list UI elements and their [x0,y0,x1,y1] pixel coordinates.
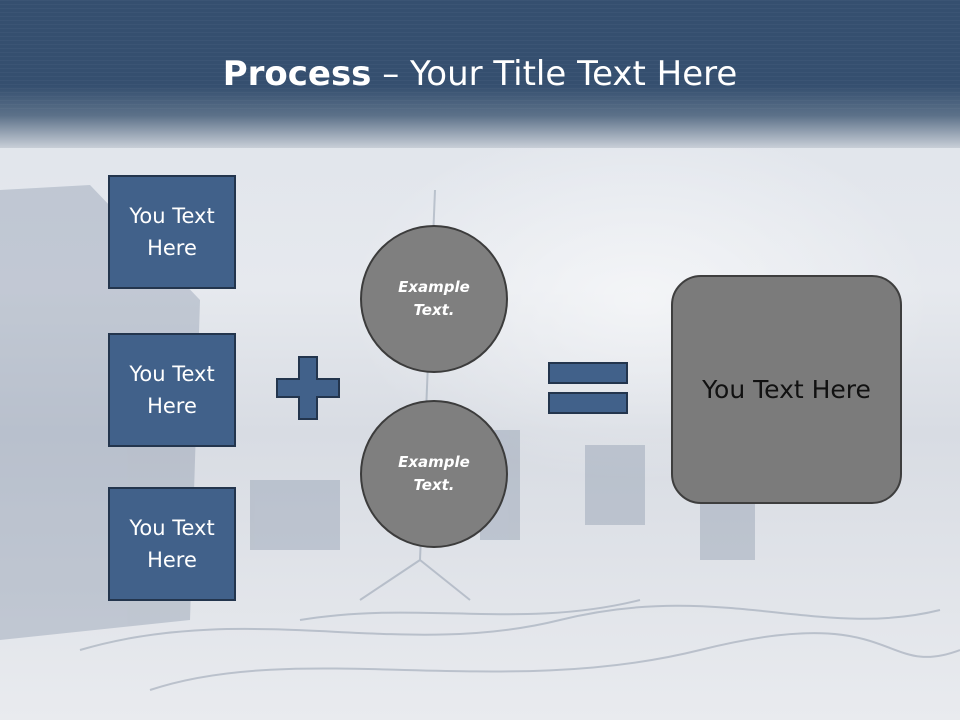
text-box-2[interactable]: You Text Here [108,333,236,447]
equals-icon [548,362,628,414]
text-box-label: You Text Here [129,204,215,260]
title-rest: – Your Title Text Here [371,54,738,94]
title-bar-texture [0,0,960,110]
example-circle-2[interactable]: Example Text. [360,400,508,548]
circle-label: Example Text. [398,453,470,494]
result-box[interactable]: You Text Here [671,275,902,504]
circle-label: Example Text. [398,278,470,319]
text-box-3[interactable]: You Text Here [108,487,236,601]
text-box-1[interactable]: You Text Here [108,175,236,289]
result-label: You Text Here [702,375,871,404]
example-circle-1[interactable]: Example Text. [360,225,508,373]
title-bar [0,0,960,148]
slide-title: Process – Your Title Text Here [0,52,960,96]
plus-icon [276,356,340,420]
title-bold: Process [222,54,372,94]
text-box-label: You Text Here [129,362,215,418]
text-box-label: You Text Here [129,516,215,572]
